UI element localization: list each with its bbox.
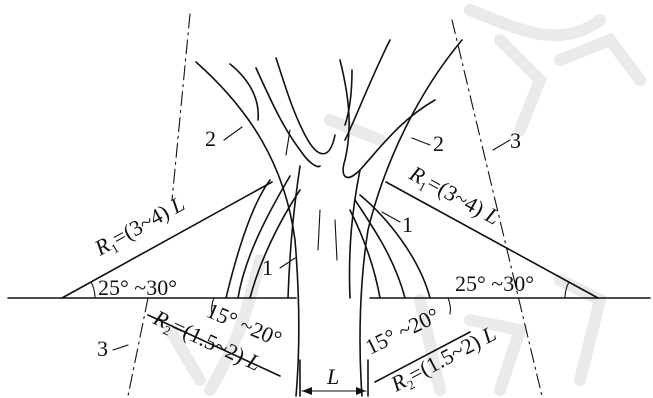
angle-label-right: 25° ~30° — [455, 271, 534, 296]
r2-line-left — [147, 314, 281, 377]
angle-arc-left — [90, 281, 96, 299]
outer-curve-right — [359, 39, 463, 397]
leader-3-left — [112, 344, 129, 351]
width-label-l: L — [326, 364, 339, 389]
label-3-right: 3 — [510, 128, 521, 153]
r2-line-right — [374, 331, 471, 383]
angle-arc-right — [564, 281, 570, 299]
leader-1-left — [279, 257, 296, 269]
label-1-left: 1 — [262, 255, 273, 280]
dashdot-line-right — [451, 19, 543, 397]
label-1-right: 1 — [402, 212, 413, 237]
r1-label-right: R1=(3~4) L — [403, 160, 504, 232]
leader-3-right — [492, 139, 511, 151]
dashdot-line-top-left — [171, 13, 191, 201]
outer-curve-left — [195, 61, 300, 397]
label-2-right: 2 — [433, 131, 444, 156]
tree — [225, 39, 436, 299]
dim-arrow-left — [302, 387, 312, 395]
r1-line-left — [61, 181, 273, 299]
r1-line-right — [385, 181, 599, 299]
leader-2-left — [223, 126, 243, 141]
label-2-left: 2 — [205, 126, 216, 151]
leader-1-right — [381, 211, 401, 223]
watermark — [164, 4, 646, 396]
angle-label-left: 25° ~30° — [98, 275, 177, 300]
label-3-left: 3 — [97, 336, 108, 361]
angle-arc-bottom-right — [447, 297, 451, 315]
leader-2-right — [411, 137, 431, 146]
angle-arc-bottom-left — [211, 297, 215, 315]
r1-label-left: R1=(3~4) L — [89, 191, 190, 264]
dim-arrow-right — [356, 387, 366, 395]
dashdot-line-bottom-left — [127, 297, 149, 397]
